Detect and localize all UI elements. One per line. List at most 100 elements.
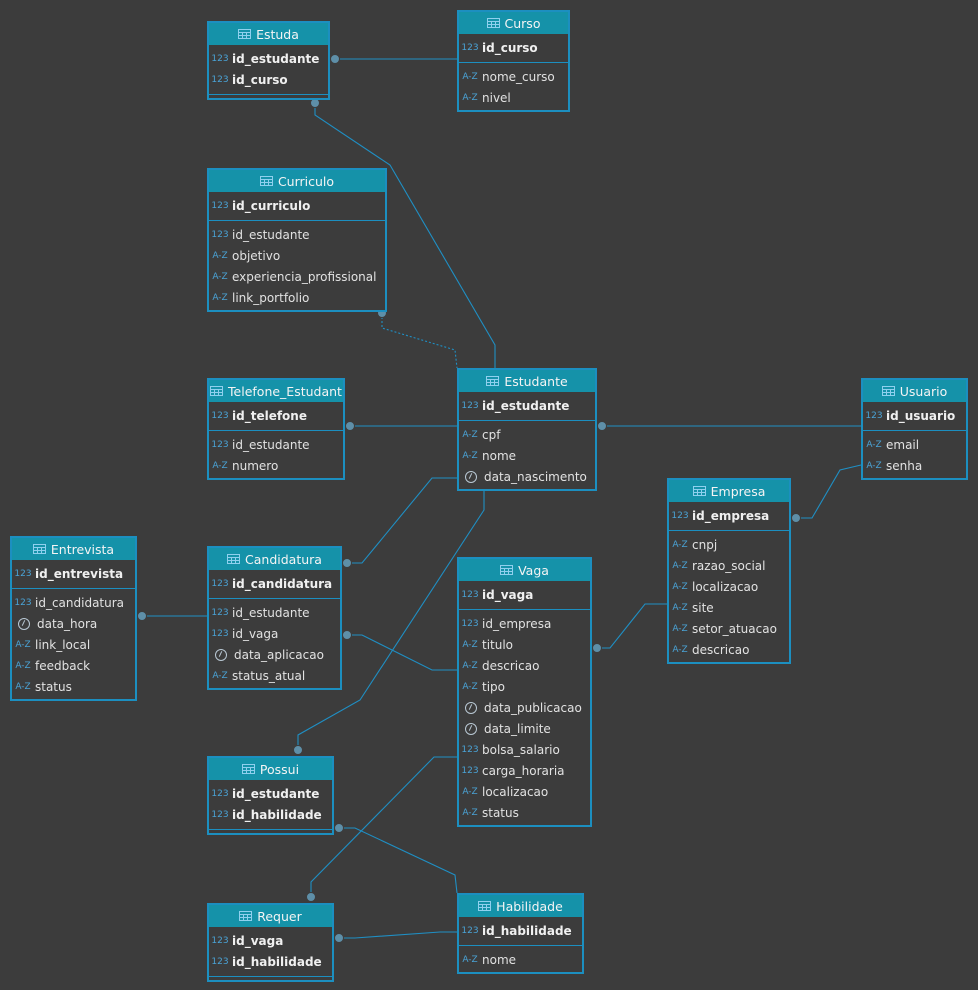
entity-title: Empresa bbox=[710, 483, 766, 499]
entity-header[interactable]: Curso bbox=[459, 12, 568, 34]
entity-header[interactable]: Requer bbox=[209, 905, 332, 927]
entity-header[interactable]: Vaga bbox=[459, 559, 590, 581]
key-separator bbox=[12, 584, 135, 589]
date-type-icon bbox=[18, 617, 30, 630]
column-name: status bbox=[482, 805, 519, 820]
entity-header[interactable]: Estudante bbox=[459, 370, 595, 392]
entity-header[interactable]: Candidatura bbox=[209, 548, 340, 570]
column-row[interactable]: data_limite bbox=[459, 718, 590, 739]
link-endpoint bbox=[791, 513, 801, 523]
entity-header[interactable]: Telefone_Estudant bbox=[209, 380, 343, 402]
entity-header[interactable]: Empresa bbox=[669, 480, 789, 502]
text-type-icon: A-Z bbox=[462, 681, 478, 692]
column-row[interactable]: data_aplicacao bbox=[209, 644, 340, 665]
link-endpoint bbox=[334, 933, 344, 943]
entity-header[interactable]: Estuda bbox=[209, 23, 328, 45]
column-row[interactable]: data_publicacao bbox=[459, 697, 590, 718]
column-name: localizacao bbox=[692, 579, 759, 594]
table-icon bbox=[500, 565, 514, 575]
entity-header[interactable]: Entrevista bbox=[12, 538, 135, 560]
entity-title: Requer bbox=[257, 908, 302, 924]
column-name: id_estudante bbox=[482, 398, 570, 413]
column-name: id_vaga bbox=[482, 587, 534, 602]
entity-header[interactable]: Usuario bbox=[863, 380, 966, 402]
column-row[interactable]: data_hora bbox=[12, 613, 135, 634]
entity-header[interactable]: Possui bbox=[209, 758, 332, 780]
link-endpoint bbox=[330, 54, 340, 64]
entity-title: Estuda bbox=[256, 26, 299, 42]
entity-title: Candidatura bbox=[245, 551, 322, 567]
column-row[interactable]: data_nascimento bbox=[459, 466, 595, 487]
entity-header[interactable]: Curriculo bbox=[209, 170, 385, 192]
numeric-type-icon: 123 bbox=[211, 956, 229, 967]
link-endpoint bbox=[334, 823, 344, 833]
entity-header[interactable]: Habilidade bbox=[459, 895, 582, 917]
column-name: id_candidatura bbox=[35, 595, 125, 610]
key-separator bbox=[209, 972, 332, 977]
